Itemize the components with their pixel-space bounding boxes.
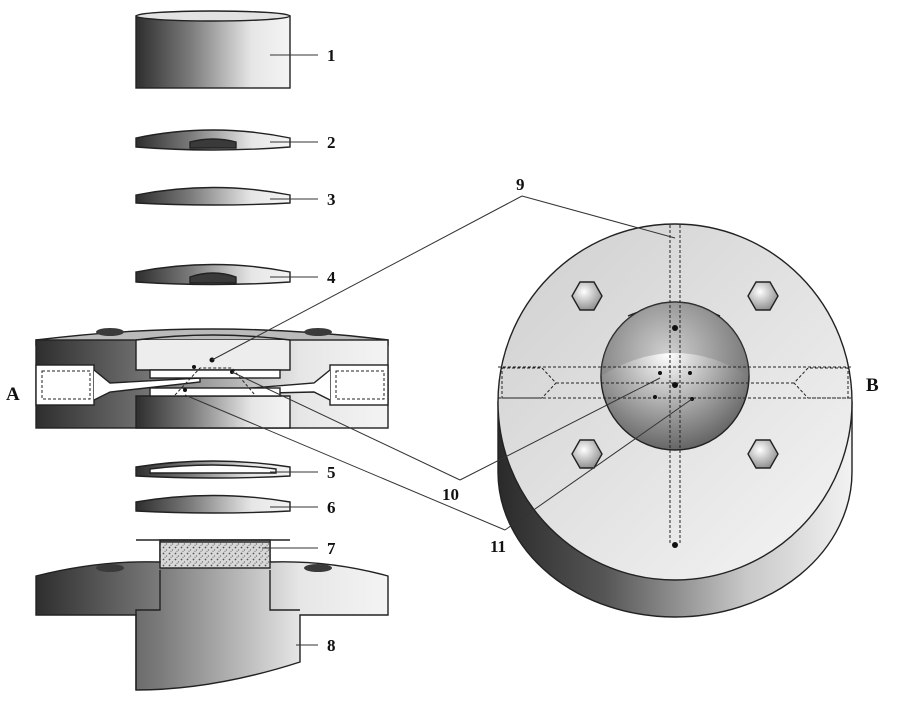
part-1-cap (135, 10, 291, 89)
part-8-base (35, 539, 389, 691)
label-assembly-a: A (6, 384, 20, 405)
label-part-2: 2 (327, 133, 336, 152)
label-part-9: 9 (516, 175, 525, 194)
label-part-1: 1 (327, 46, 336, 65)
part-3-disk (135, 186, 291, 206)
assembly-a-body (35, 328, 389, 429)
part-6-disk (135, 494, 291, 514)
label-assembly-b: B (866, 375, 879, 396)
hex-bolt-icon (747, 439, 779, 469)
hex-bolt-icon (747, 281, 779, 311)
label-part-5: 5 (327, 463, 336, 482)
label-part-3: 3 (327, 190, 336, 209)
label-part-7: 7 (327, 539, 336, 558)
label-part-10: 10 (442, 485, 459, 504)
label-part-8: 8 (327, 636, 336, 655)
label-part-6: 6 (327, 498, 336, 517)
part-5-ring-disk (135, 460, 291, 479)
assembly-b-view (497, 223, 853, 618)
label-part-4: 4 (327, 268, 336, 287)
hex-bolt-icon (571, 281, 603, 311)
leader-lines (184, 54, 693, 646)
part-2-ring-disk (135, 129, 291, 151)
part-4-ring-disk (135, 263, 291, 286)
part-7-frit (159, 541, 271, 569)
label-part-11: 11 (490, 537, 506, 556)
